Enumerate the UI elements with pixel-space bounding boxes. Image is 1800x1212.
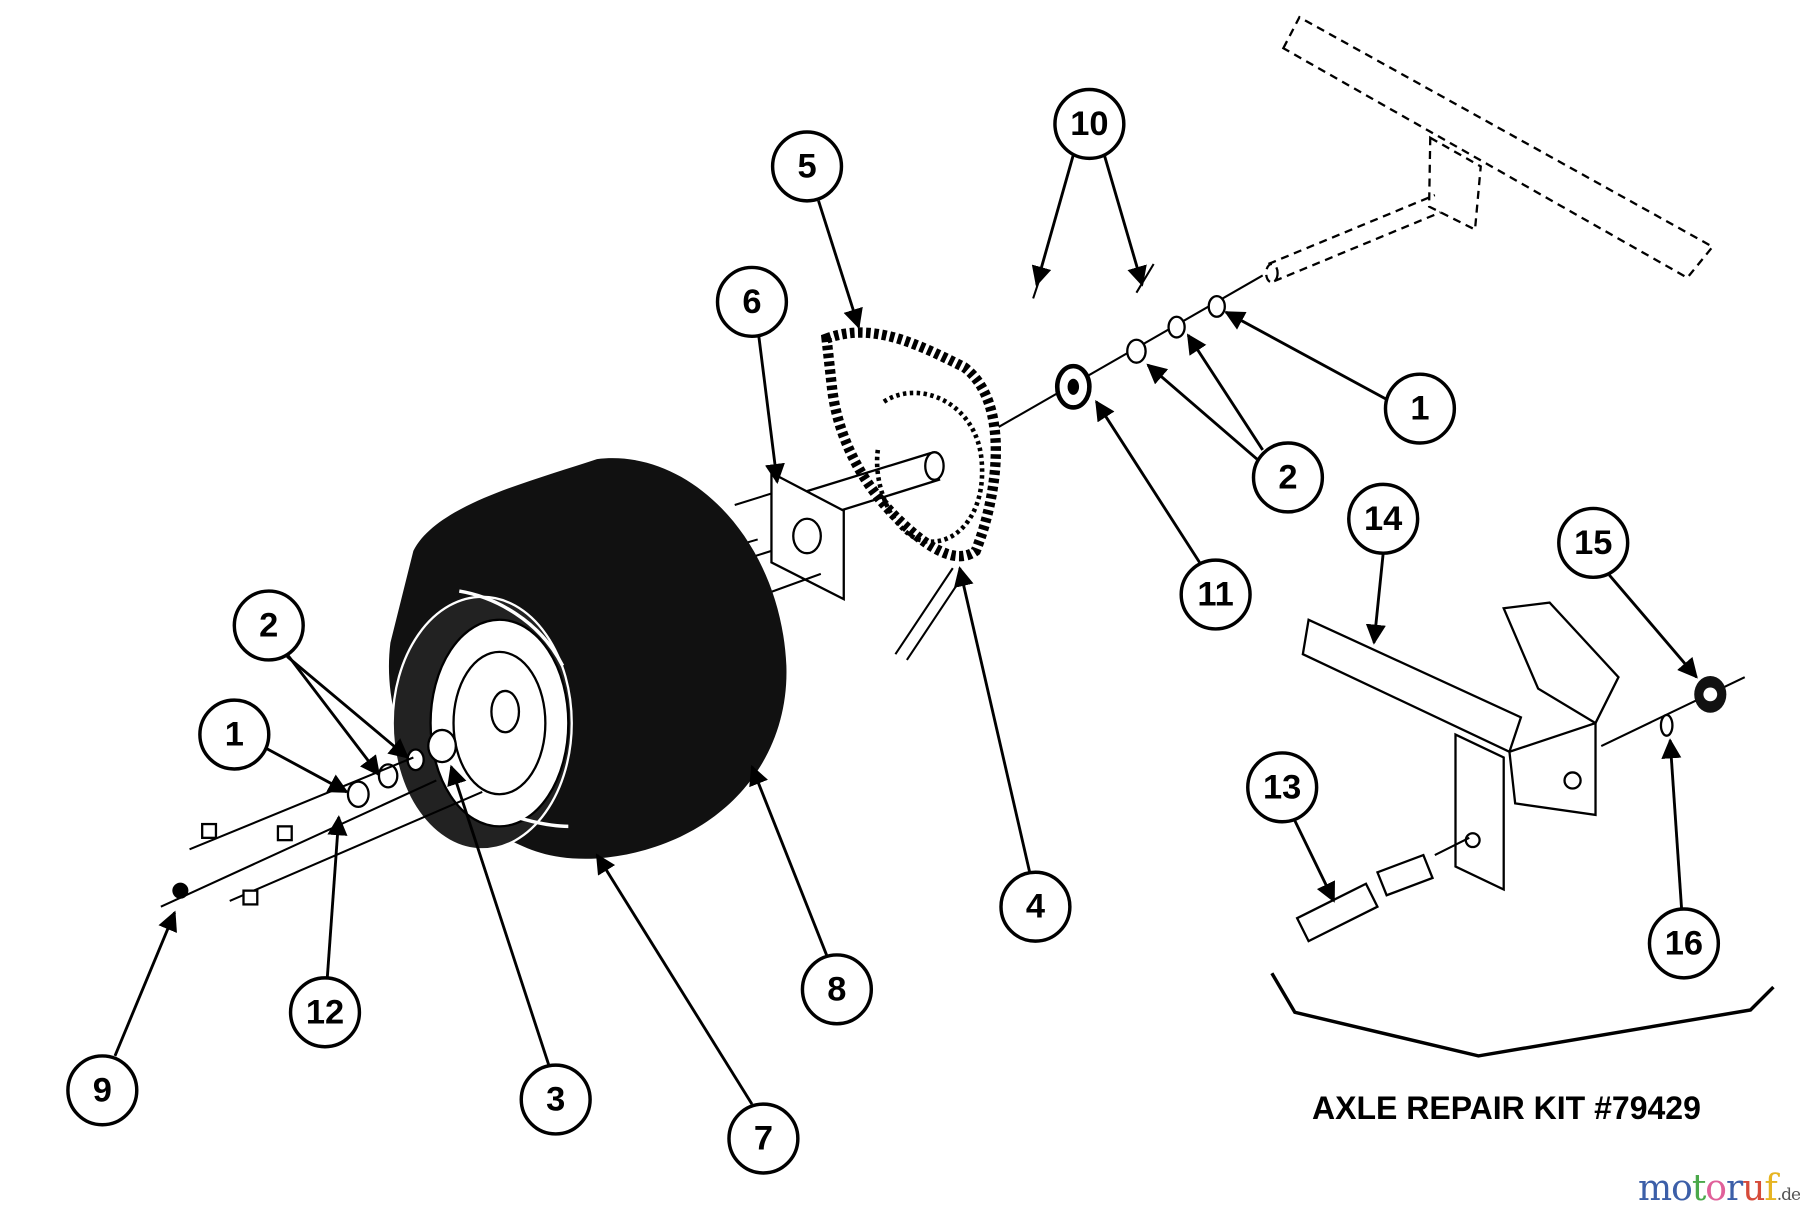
callout-2: 2 [1251, 441, 1325, 514]
svg-text:12: 12 [306, 993, 344, 1031]
svg-text:1: 1 [225, 716, 244, 754]
svg-text:14: 14 [1364, 500, 1402, 538]
watermark-letter: r [1725, 1168, 1743, 1209]
watermark-letters: motoruf [1638, 1168, 1778, 1209]
svg-text:5: 5 [797, 147, 816, 185]
callout-15: 15 [1557, 506, 1630, 580]
callout-2-left: 2 [232, 589, 305, 662]
watermark-letter: m [1638, 1168, 1672, 1209]
watermark-letter: o [1705, 1168, 1727, 1209]
callout-12: 12 [288, 976, 362, 1049]
repair-kit-parts [1270, 601, 1775, 1058]
callout-4: 4 [999, 870, 1072, 943]
bearing-bracket [734, 470, 845, 601]
hub-hardware-left [160, 728, 483, 908]
callout-8: 8 [800, 953, 874, 1026]
svg-text:8: 8 [827, 970, 846, 1008]
sprocket-chain [820, 327, 1001, 661]
svg-text:2: 2 [1278, 458, 1297, 496]
watermark-letter: f [1764, 1168, 1777, 1209]
watermark-suffix: .de [1776, 1185, 1800, 1205]
callout-16: 16 [1647, 907, 1721, 980]
svg-text:4: 4 [1026, 888, 1045, 926]
svg-text:7: 7 [754, 1120, 773, 1158]
svg-text:2: 2 [259, 607, 278, 645]
repair-kit-caption: AXLE REPAIR KIT #79429 [1312, 1090, 1701, 1126]
callout-9: 9 [66, 1054, 139, 1127]
washers-right [1032, 263, 1226, 410]
callout-10: 10 [1053, 87, 1126, 161]
svg-text:13: 13 [1263, 768, 1301, 806]
watermark-letter: u [1742, 1168, 1765, 1209]
callout-6: 6 [715, 265, 789, 339]
svg-text:6: 6 [742, 283, 761, 321]
svg-text:16: 16 [1665, 924, 1703, 962]
svg-text:15: 15 [1574, 524, 1612, 562]
callout-13: 13 [1246, 751, 1319, 824]
callout-7: 7 [727, 1102, 800, 1175]
svg-text:9: 9 [93, 1071, 112, 1109]
watermark-logo: motoruf.de [1638, 1168, 1800, 1209]
callout-1-left: 1 [198, 698, 271, 771]
svg-text:10: 10 [1070, 105, 1108, 143]
tire [388, 458, 787, 859]
callout-11: 11 [1179, 558, 1252, 631]
callout-5: 5 [770, 130, 844, 203]
svg-text:11: 11 [1197, 576, 1233, 614]
watermark-letter: o [1671, 1168, 1693, 1209]
leader-lines [113, 154, 1698, 1105]
callout-3: 3 [519, 1063, 592, 1136]
svg-text:3: 3 [546, 1081, 565, 1119]
svg-text:1: 1 [1410, 390, 1429, 428]
callout-14: 14 [1347, 482, 1420, 555]
watermark-letter: t [1691, 1168, 1707, 1209]
frame-dashed [1264, 15, 1715, 284]
callout-1: 1 [1383, 372, 1457, 445]
